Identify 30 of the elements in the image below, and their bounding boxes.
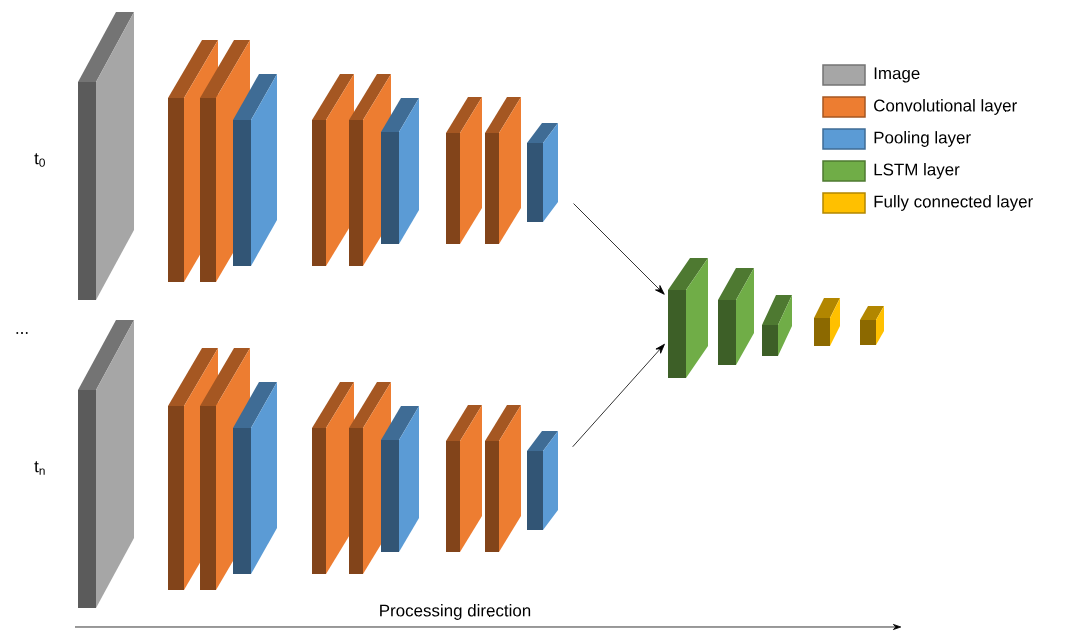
layer-block	[762, 295, 792, 356]
layer-block	[312, 74, 354, 266]
arrow	[572, 343, 665, 448]
legend-label: Fully connected layer	[874, 195, 1033, 211]
time-step-label: t$_{0}$	[34, 153, 45, 167]
layer-block	[527, 123, 558, 222]
layer-block	[381, 98, 419, 244]
layer-block	[312, 382, 354, 574]
layer-block	[78, 12, 134, 300]
layer-block	[860, 306, 884, 345]
legend-label: LSTM layer	[874, 163, 960, 179]
ellipsis-label: ...	[16, 332, 28, 334]
arrow	[573, 203, 665, 295]
axis-label: Processing direction	[380, 604, 531, 620]
layer-block	[485, 405, 521, 552]
legend-label: Image	[874, 67, 920, 83]
layer-block	[485, 97, 521, 244]
layer-block	[381, 406, 419, 552]
layer-block	[814, 298, 840, 346]
legend-label: Convolutional layer	[874, 99, 1017, 115]
layer-block	[78, 320, 134, 608]
layer-block	[718, 268, 754, 365]
time-step-label: t$_{n}$	[34, 461, 45, 475]
layer-block	[446, 97, 482, 244]
legend-label: Pooling layer	[874, 131, 971, 147]
layer-block	[233, 382, 277, 574]
layer-block	[668, 258, 708, 378]
layer-block	[446, 405, 482, 552]
layer-block	[527, 431, 558, 530]
layer-block	[233, 74, 277, 266]
